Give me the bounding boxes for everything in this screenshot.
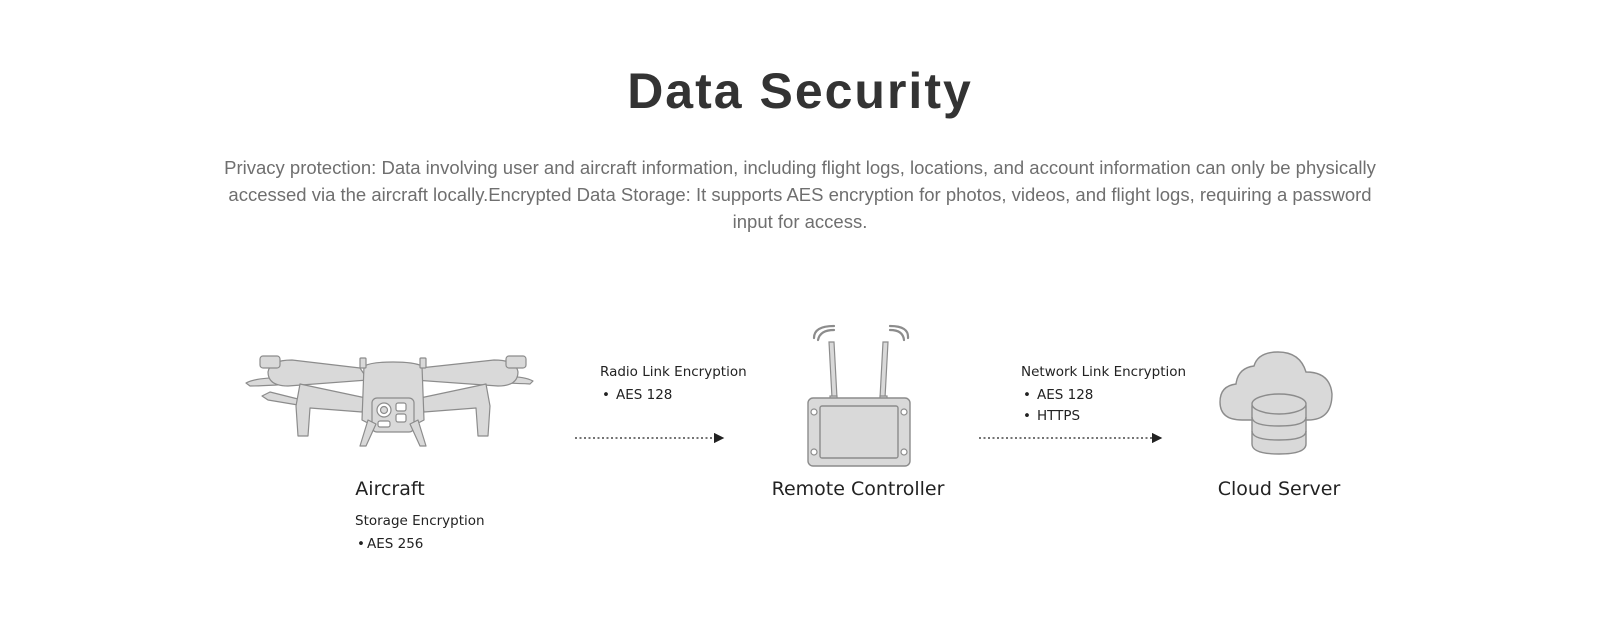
remote-controller-icon	[807, 324, 911, 467]
node-label-remote-controller: Remote Controller	[771, 478, 945, 500]
storage-encryption-item: AES 256	[355, 534, 485, 555]
network-link-encryption-item: AES 128	[1021, 385, 1186, 406]
drone-icon	[245, 355, 534, 447]
radio-link-encryption-title: Radio Link Encryption	[600, 364, 747, 380]
node-label-cloud-server: Cloud Server	[1217, 478, 1341, 500]
drone-camera-lenses	[376, 402, 407, 428]
radio-link-encryption-block: Radio Link Encryption AES 128	[600, 364, 747, 406]
network-link-encryption-block: Network Link Encryption AES 128 HTTPS	[1021, 364, 1186, 427]
node-label-aircraft: Aircraft	[355, 478, 425, 500]
storage-encryption-block: Storage Encryption AES 256	[355, 513, 485, 555]
network-link-encryption-item: HTTPS	[1021, 406, 1186, 427]
page-title: Data Security	[627, 63, 973, 119]
storage-encryption-title: Storage Encryption	[355, 513, 485, 529]
page-description: Privacy protection: Data involving user …	[224, 157, 1376, 232]
radio-link-encryption-item: AES 128	[600, 385, 747, 406]
network-link-encryption-title: Network Link Encryption	[1021, 364, 1187, 380]
cloud-database-icon	[1219, 351, 1333, 455]
